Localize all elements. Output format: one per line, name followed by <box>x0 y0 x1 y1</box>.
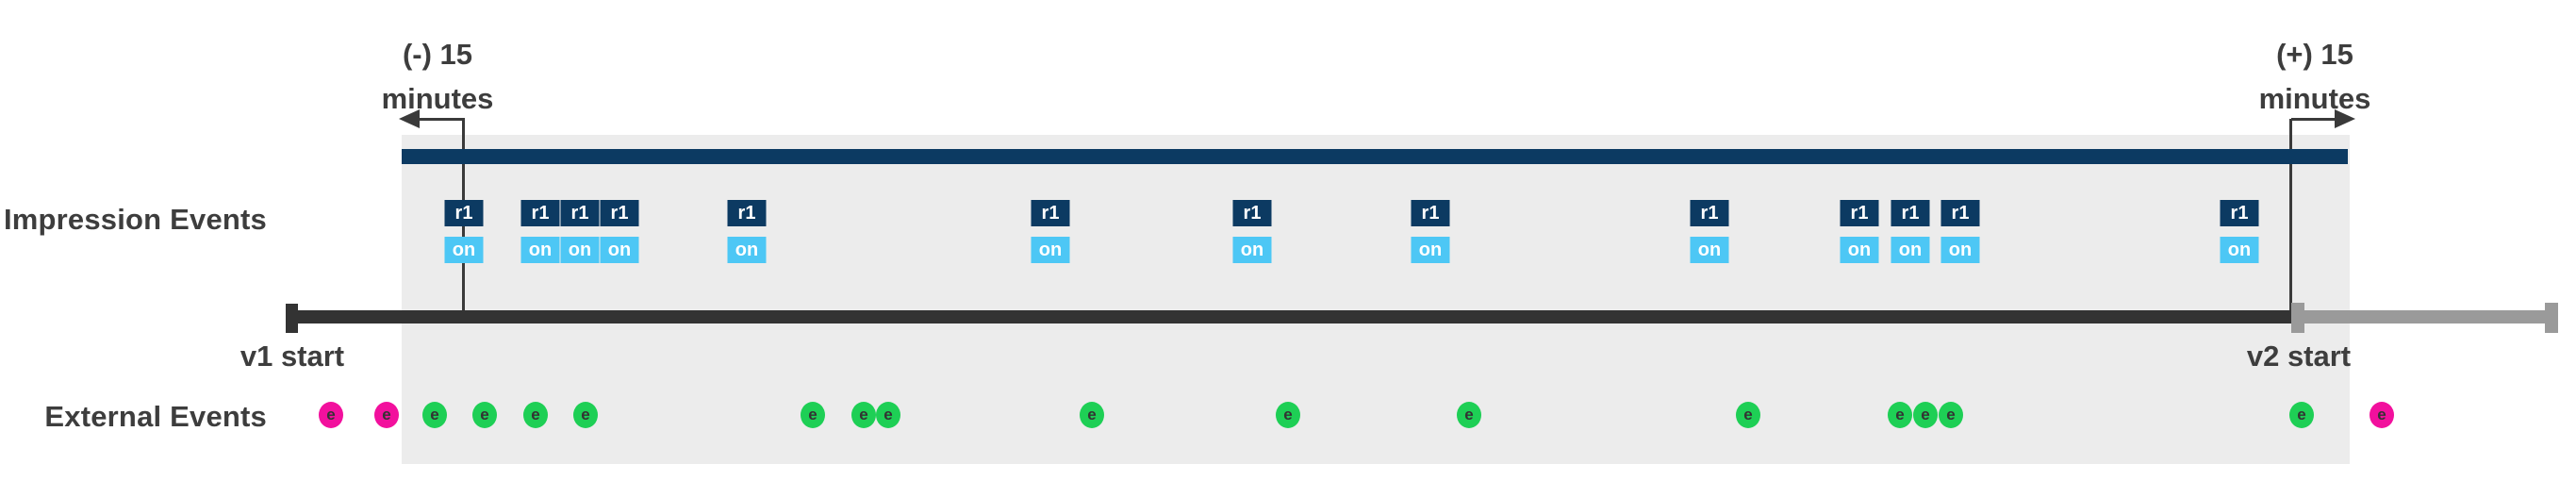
panel-top-bar <box>402 149 2348 164</box>
experiment-window-panel <box>402 135 2350 464</box>
minus-15-label-line1: (-) 15 <box>402 38 473 71</box>
external-event-dot: e <box>1939 402 1963 428</box>
v1-start-cap <box>286 304 298 333</box>
status-badge: on <box>1411 237 1450 263</box>
plus-15-arrow-line <box>2291 118 2337 121</box>
status-badge: on <box>600 237 639 263</box>
external-event-dot: e <box>422 402 447 428</box>
v2-end-cap <box>2545 303 2558 333</box>
minus-15-arrow-line <box>413 118 465 121</box>
plus-15-label-line2: minutes <box>2258 82 2371 115</box>
minus-15-label-line2: minutes <box>381 82 494 115</box>
release-badge: r1 <box>600 200 639 226</box>
impression-event: r1 on <box>1891 200 1930 263</box>
impression-event: r1 on <box>444 200 484 263</box>
release-badge: r1 <box>1940 200 1980 226</box>
release-badge: r1 <box>1232 200 1272 226</box>
external-event-dot: e <box>2289 402 2314 428</box>
status-badge: on <box>1232 237 1272 263</box>
external-event-dot: e <box>1457 402 1481 428</box>
impression-event: r1 on <box>1940 200 1980 263</box>
external-event-dot: e <box>876 402 900 428</box>
v1-start-label: v1 start <box>239 340 345 373</box>
plus-15-connector-line <box>2289 119 2292 311</box>
release-badge: r1 <box>520 200 560 226</box>
release-badge: r1 <box>1840 200 1879 226</box>
external-event-dot: e <box>573 402 598 428</box>
status-badge: on <box>2220 237 2259 263</box>
v1-timeline-bar <box>286 310 2291 323</box>
status-badge: on <box>1840 237 1879 263</box>
external-events-row-label: External Events <box>44 400 267 433</box>
arrow-right-icon <box>2335 109 2355 128</box>
external-event-dot: e <box>472 402 497 428</box>
external-event-dot: e <box>2370 402 2394 428</box>
plus-15-minutes-annotation: (+) 15 minutes <box>2192 32 2437 121</box>
external-event-dot: e <box>1736 402 1760 428</box>
release-badge: r1 <box>727 200 767 226</box>
status-badge: on <box>560 237 600 263</box>
impression-event: r1 on <box>1031 200 1070 263</box>
impression-event: r1 on <box>1840 200 1879 263</box>
impression-events-row-label: Impression Events <box>3 203 267 236</box>
external-event-dot: e <box>801 402 825 428</box>
impression-event: r1 on <box>1690 200 1729 263</box>
release-badge: r1 <box>2220 200 2259 226</box>
v2-start-cap <box>2291 303 2304 333</box>
external-event-dot: e <box>319 402 343 428</box>
external-event-dot: e <box>1888 402 1912 428</box>
status-badge: on <box>520 237 560 263</box>
release-badge: r1 <box>444 200 484 226</box>
release-badge: r1 <box>1690 200 1729 226</box>
status-badge: on <box>1031 237 1070 263</box>
external-event-dot: e <box>1913 402 1938 428</box>
status-badge: on <box>1940 237 1980 263</box>
impression-event: r1 on <box>1232 200 1272 263</box>
status-badge: on <box>444 237 484 263</box>
external-event-dot: e <box>851 402 876 428</box>
release-badge: r1 <box>1031 200 1070 226</box>
impression-event: r1 on <box>600 200 639 263</box>
external-event-dot: e <box>374 402 399 428</box>
impression-event: r1 on <box>2220 200 2259 263</box>
impression-event: r1 on <box>1411 200 1450 263</box>
status-badge: on <box>727 237 767 263</box>
release-badge: r1 <box>560 200 600 226</box>
external-event-dot: e <box>1080 402 1104 428</box>
status-badge: on <box>1891 237 1930 263</box>
arrow-left-icon <box>399 109 420 128</box>
impression-event: r1 on <box>520 200 560 263</box>
status-badge: on <box>1690 237 1729 263</box>
release-badge: r1 <box>1411 200 1450 226</box>
minus-15-minutes-annotation: (-) 15 minutes <box>315 32 560 121</box>
external-event-dot: e <box>523 402 548 428</box>
plus-15-label-line1: (+) 15 <box>2276 38 2353 71</box>
impression-event: r1 on <box>727 200 767 263</box>
release-badge: r1 <box>1891 200 1930 226</box>
v2-timeline-bar <box>2291 310 2558 323</box>
external-event-dot: e <box>1276 402 1300 428</box>
impression-event: r1 on <box>560 200 600 263</box>
v2-start-label: v2 start <box>2246 340 2352 373</box>
